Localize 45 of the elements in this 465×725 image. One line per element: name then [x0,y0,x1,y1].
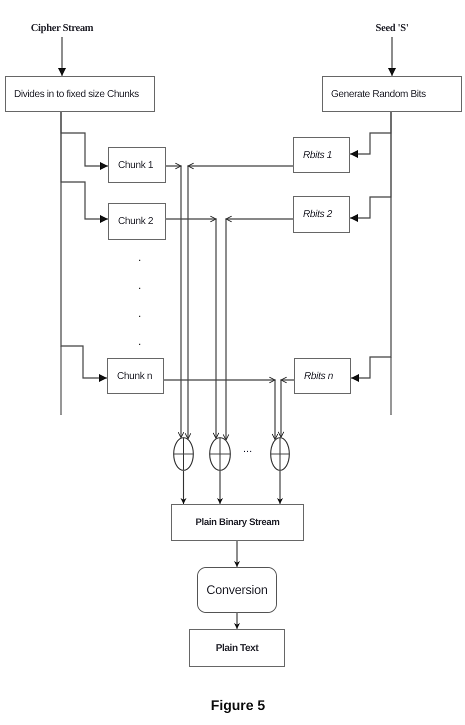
arrow [217,470,223,504]
process-box [322,76,462,112]
vertical-ellipsis: .... [138,249,142,350]
arrow [166,162,184,438]
arrow [166,216,220,438]
arrow [60,112,107,382]
step-label: Rbits n [304,370,334,382]
step-label: Generate Random Bits [331,88,426,100]
process-box [293,196,350,233]
arrow [278,376,294,438]
xor-symbol [209,437,231,471]
xor-symbol [270,437,290,471]
arrow [388,37,396,76]
xor-symbol [173,437,194,471]
input-label: Cipher Stream [26,19,98,37]
step-label: Rbits 2 [303,209,332,220]
arrow [277,470,283,504]
arrow [58,37,66,76]
rounded-process-box [197,567,277,613]
arrow [234,541,240,567]
arrow [351,112,392,382]
process-box [293,137,350,173]
arrow [164,376,278,440]
process-box [189,629,285,667]
arrow [184,162,293,439]
step-label: Chunk n [117,370,152,382]
process-box [294,358,351,394]
ellipsis-text: ... [243,443,252,455]
step-label: Chunk 2 [118,216,154,227]
step-label: Divides in to fixed size Chunks [14,88,139,100]
process-box [5,76,155,112]
step-label: Plain Text [216,642,258,654]
arrow [234,613,240,629]
process-box [107,358,164,394]
step-label: Plain Binary Stream [195,517,280,528]
process-box [108,203,166,240]
arrow [180,470,186,504]
step-label: Conversion [206,583,268,597]
arrow [222,216,293,440]
figure-caption: Figure 5 [210,697,266,713]
input-label: Seed 'S' [370,19,414,37]
process-box [171,504,304,541]
step-label: Rbits 1 [303,150,332,160]
step-label: Chunk 1 [118,160,154,170]
process-box [108,147,166,183]
